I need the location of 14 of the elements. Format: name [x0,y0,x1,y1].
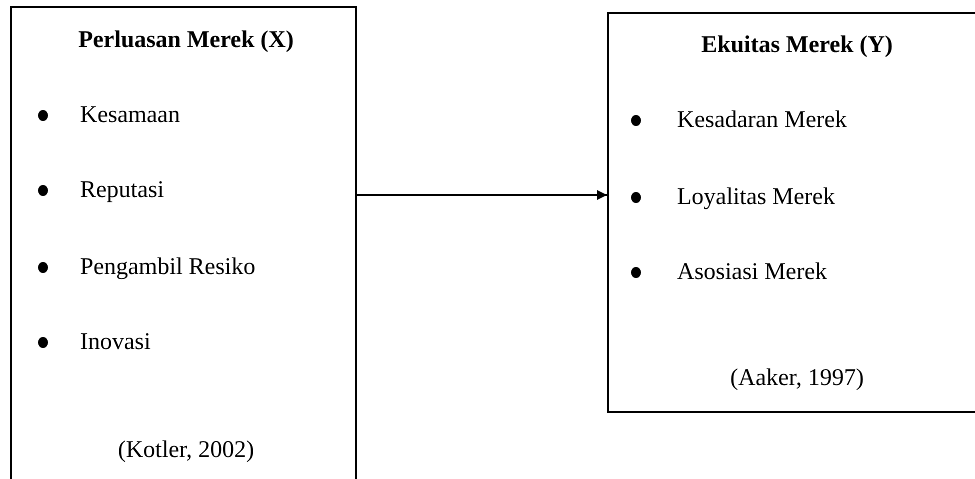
list-item: Asosiasi Merek [677,258,827,286]
list-item: Inovasi [80,328,151,356]
list-item: Loyalitas Merek [677,184,835,210]
variable-box [607,12,975,413]
box-heading: Perluasan Merek (X) [78,26,294,54]
list-item: Kesamaan [80,102,180,128]
citation: (Kotler, 2002) [118,436,254,464]
list-item: Pengambil Resiko [80,254,256,280]
variable-box [10,6,357,479]
box-heading: Ekuitas Merek (Y) [701,32,893,58]
citation: (Aaker, 1997) [730,364,864,392]
arrow [357,190,607,200]
list-item: Kesadaran Merek [677,106,847,134]
list-item: Reputasi [80,176,164,204]
